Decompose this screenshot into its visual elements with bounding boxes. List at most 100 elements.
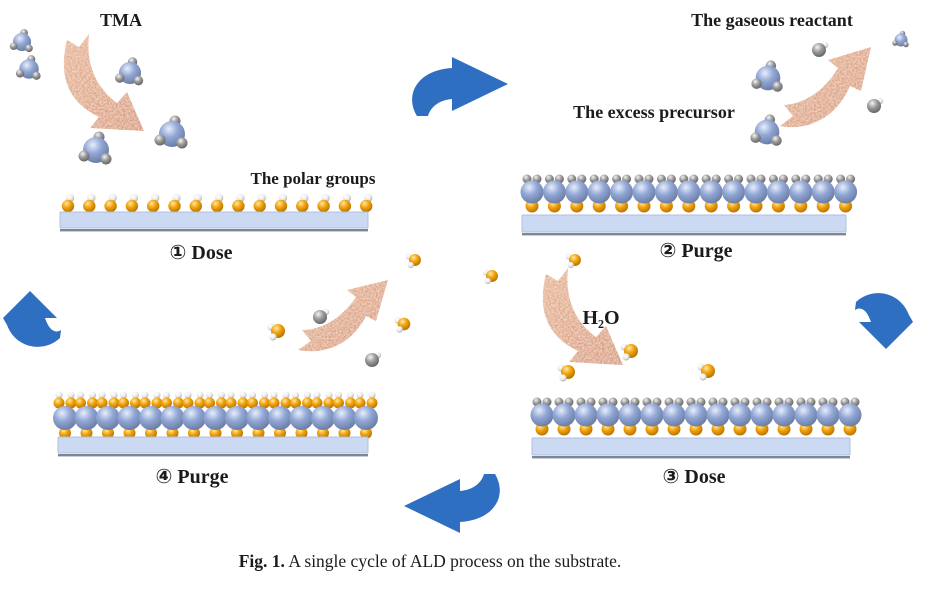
methane-molecule	[812, 41, 829, 57]
adsorbed-unit-row	[520, 174, 858, 213]
hydroxylated-unit	[117, 391, 142, 439]
adsorbed-precursor-unit	[565, 174, 589, 213]
surface-unit	[552, 397, 576, 436]
adsorbed-precursor-unit	[766, 174, 790, 213]
hydroxyl-group	[210, 193, 224, 213]
hydroxyl-group	[253, 193, 266, 213]
purge-out-arrow-icon	[298, 280, 388, 352]
tma-dose-arrow-icon	[63, 34, 144, 131]
step4-caption: ④ Purge	[155, 466, 228, 488]
cycle-arrow-left-icon	[404, 474, 500, 533]
water-molecule	[405, 253, 421, 269]
surface-unit	[618, 397, 642, 436]
tma-molecule	[115, 57, 144, 86]
hydroxylated-unit	[332, 391, 357, 439]
surface-unit	[838, 397, 862, 436]
tma-molecule	[154, 115, 188, 149]
step3-caption: ③ Dose	[662, 466, 725, 488]
cycle-arrow-down-icon	[855, 293, 913, 349]
adsorbed-precursor-unit	[520, 174, 544, 213]
adsorbed-precursor-unit	[789, 174, 813, 213]
hydroxylated-unit	[53, 391, 77, 439]
step2-caption: ② Purge	[659, 240, 732, 262]
hydroxyl-group	[61, 193, 75, 213]
hydroxyl-group	[360, 193, 373, 213]
substrate-bar	[57, 436, 369, 454]
panel-step2-purge: The gaseous reactant The excess precurso…	[520, 10, 909, 262]
adsorbed-precursor-unit	[677, 174, 701, 213]
hydroxyl-group	[317, 193, 330, 213]
hydroxylated-unit	[311, 391, 335, 439]
water-molecule	[620, 343, 638, 361]
hydroxylated-unit	[268, 391, 292, 439]
adsorbed-precursor-unit	[610, 174, 634, 213]
cycle-arrow-right-icon	[412, 57, 508, 116]
surface-unit	[772, 397, 796, 436]
hydroxylated-unit	[74, 391, 99, 439]
substrate-bar	[59, 211, 369, 229]
surface-unit	[794, 397, 818, 436]
surface-unit	[530, 397, 554, 436]
hydroxyl-group	[125, 193, 139, 213]
hydroxyl-group	[83, 193, 96, 213]
panel-step1-dose: TMA The polar groups ① Dose	[9, 10, 376, 264]
figure-caption: Fig. 1. A single cycle of ALD process on…	[239, 551, 622, 571]
surface-unit	[596, 397, 620, 436]
water-molecule	[482, 269, 498, 285]
water-molecule	[557, 364, 575, 382]
hydroxylated-unit	[203, 391, 228, 439]
hydroxyl-group	[147, 193, 160, 213]
substrate-edge	[60, 229, 368, 232]
adsorbed-precursor-unit	[654, 174, 678, 213]
tma-molecule	[892, 30, 909, 48]
adsorbed-precursor-unit	[542, 174, 566, 213]
tma-molecule	[751, 60, 783, 92]
adsorbed-precursor-unit	[587, 174, 611, 213]
h2o-dose-arrow-icon	[542, 268, 623, 365]
substrate-edge	[532, 456, 850, 459]
tma-molecule	[78, 131, 112, 165]
hydroxylated-unit	[96, 391, 120, 439]
substrate-bar	[531, 437, 851, 456]
tma-molecule	[9, 29, 33, 53]
surface-unit	[706, 397, 730, 436]
tma-molecule	[15, 55, 41, 80]
panel-step4-purge: ④ Purge	[53, 253, 421, 488]
surface-unit	[574, 397, 598, 436]
surface-unit	[640, 397, 664, 436]
hydroxylated-unit	[182, 391, 206, 439]
hydroxyl-group	[168, 193, 181, 213]
water-molecule	[394, 317, 411, 333]
polar-groups-label: The polar groups	[250, 169, 375, 188]
water-molecule	[267, 323, 285, 341]
hydroxylated-unit	[225, 391, 249, 439]
surface-unit	[728, 397, 752, 436]
cycle-arrow-up-icon	[3, 291, 61, 347]
hydroxyl-group	[189, 193, 202, 213]
water-molecule	[565, 253, 581, 269]
hydroxylated-unit-row	[53, 391, 378, 439]
hydroxyl-group	[338, 193, 352, 213]
adsorbed-precursor-unit	[722, 174, 746, 213]
reacted-unit-row	[530, 397, 862, 436]
hydroxyl-group	[296, 193, 309, 213]
substrate-edge	[522, 233, 846, 236]
water-molecule	[697, 363, 715, 381]
surface-unit	[662, 397, 686, 436]
adsorbed-precursor-unit	[699, 174, 723, 213]
hydroxylated-unit	[354, 391, 378, 439]
hydroxylated-unit	[289, 391, 314, 439]
tma-molecule	[750, 114, 782, 146]
substrate-edge	[58, 454, 368, 457]
surface-unit	[750, 397, 774, 436]
hydroxylated-unit	[139, 391, 163, 439]
panel-step3-dose: H₂O ③ Dose	[482, 253, 862, 488]
tma-label: TMA	[100, 10, 142, 30]
excess-precursor-label: The excess precursor	[573, 102, 735, 122]
hydroxyl-group	[104, 193, 117, 213]
hydroxylated-unit	[160, 391, 185, 439]
polar-group-row	[61, 193, 373, 213]
methane-molecule	[313, 308, 330, 324]
